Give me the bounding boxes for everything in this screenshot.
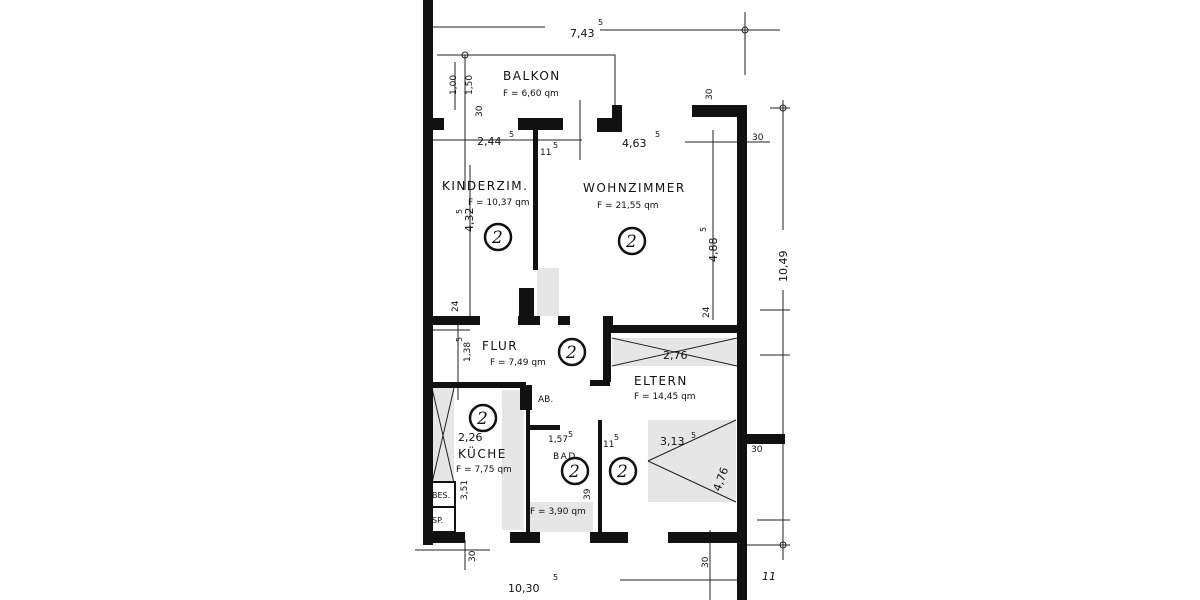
svg-text:5: 5 bbox=[568, 430, 573, 439]
svg-text:1,00: 1,00 bbox=[449, 75, 459, 95]
svg-text:30: 30 bbox=[475, 105, 485, 117]
room-name-besenkammer: BES. bbox=[432, 491, 450, 500]
svg-text:4,88: 4,88 bbox=[707, 238, 720, 263]
walls bbox=[423, 0, 785, 600]
room-name-eltern: ELTERN bbox=[634, 374, 688, 388]
room-area-flur: F = 7,49 qm bbox=[490, 358, 546, 368]
svg-text:5: 5 bbox=[699, 227, 708, 232]
room-area-balkon: F = 6,60 qm bbox=[503, 89, 559, 99]
svg-text:11: 11 bbox=[762, 570, 776, 583]
svg-text:5: 5 bbox=[455, 337, 464, 342]
svg-text:10,49: 10,49 bbox=[777, 251, 790, 283]
svg-text:10,30: 10,30 bbox=[508, 582, 540, 595]
svg-text:3,13: 3,13 bbox=[660, 435, 685, 448]
svg-text:24: 24 bbox=[702, 306, 712, 318]
room-area-bad: F = 3,90 qm bbox=[530, 507, 586, 517]
svg-text:5: 5 bbox=[553, 573, 558, 582]
room-area-kueche: F = 7,75 qm bbox=[456, 465, 512, 475]
room-name-abstellraum: AB. bbox=[538, 395, 553, 405]
room-name-wohnzimmer: WOHNZIMMER bbox=[583, 181, 686, 195]
room-area-wohnzimmer: F = 21,55 qm bbox=[597, 201, 659, 211]
room-name-bad: BAD bbox=[553, 452, 577, 462]
room-marker-bad: 2 bbox=[560, 456, 590, 486]
room-marker-flur: 2 bbox=[557, 337, 587, 367]
svg-text:5: 5 bbox=[655, 130, 660, 139]
dimension-lines bbox=[415, 12, 790, 600]
svg-text:1,50: 1,50 bbox=[465, 75, 475, 95]
svg-text:5: 5 bbox=[553, 141, 558, 150]
svg-text:2: 2 bbox=[491, 228, 503, 248]
svg-text:30: 30 bbox=[751, 445, 763, 455]
svg-text:2: 2 bbox=[625, 232, 637, 252]
svg-text:2: 2 bbox=[616, 462, 628, 482]
room-name-balkon: BALKON bbox=[503, 69, 561, 83]
svg-text:30: 30 bbox=[701, 556, 711, 568]
room-name-kinderzimmer: KINDERZIM. bbox=[442, 179, 528, 193]
svg-text:5: 5 bbox=[614, 433, 619, 442]
svg-text:30: 30 bbox=[705, 88, 715, 100]
room-name-kueche: KÜCHE bbox=[458, 445, 507, 461]
room-marker-eltern: 2 bbox=[608, 456, 638, 486]
svg-text:5: 5 bbox=[455, 209, 464, 214]
svg-text:4,63: 4,63 bbox=[622, 137, 647, 150]
room-markers: 2 2 2 2 2 2 bbox=[468, 222, 647, 486]
svg-text:2,44: 2,44 bbox=[477, 135, 502, 148]
room-name-speisekammer: SP. bbox=[432, 516, 443, 525]
room-area-eltern: F = 14,45 qm bbox=[634, 392, 696, 402]
dimension-labels: 7,435 1,00 1,50 30 2,445 115 4,635 30 30… bbox=[449, 18, 790, 595]
svg-text:30: 30 bbox=[468, 550, 478, 562]
room-marker-wohnzimmer: 2 bbox=[617, 226, 647, 256]
built-in-fixtures bbox=[431, 268, 738, 532]
svg-text:5: 5 bbox=[509, 130, 514, 139]
svg-text:39: 39 bbox=[583, 488, 593, 500]
svg-text:2,76: 2,76 bbox=[663, 349, 688, 362]
svg-text:3,51: 3,51 bbox=[460, 480, 470, 500]
room-name-flur: FLUR bbox=[482, 339, 518, 353]
room-area-kinderzimmer: F = 10,37 qm bbox=[468, 198, 530, 208]
room-marker-kinderzimmer: 2 bbox=[483, 222, 513, 252]
svg-text:11: 11 bbox=[540, 148, 551, 158]
svg-text:2: 2 bbox=[565, 343, 577, 363]
svg-text:1,38: 1,38 bbox=[463, 342, 473, 362]
svg-text:2: 2 bbox=[568, 462, 580, 482]
svg-text:7,43: 7,43 bbox=[570, 27, 595, 40]
svg-text:5: 5 bbox=[598, 18, 603, 27]
svg-text:24: 24 bbox=[451, 300, 461, 312]
svg-text:11: 11 bbox=[603, 440, 614, 450]
svg-text:30: 30 bbox=[752, 133, 764, 143]
room-marker-kueche: 2 bbox=[468, 403, 498, 433]
svg-text:5: 5 bbox=[691, 431, 696, 440]
svg-text:4,32: 4,32 bbox=[463, 208, 476, 233]
svg-text:2: 2 bbox=[476, 409, 488, 429]
svg-text:1,57: 1,57 bbox=[548, 435, 568, 445]
svg-text:2,26: 2,26 bbox=[458, 431, 483, 444]
